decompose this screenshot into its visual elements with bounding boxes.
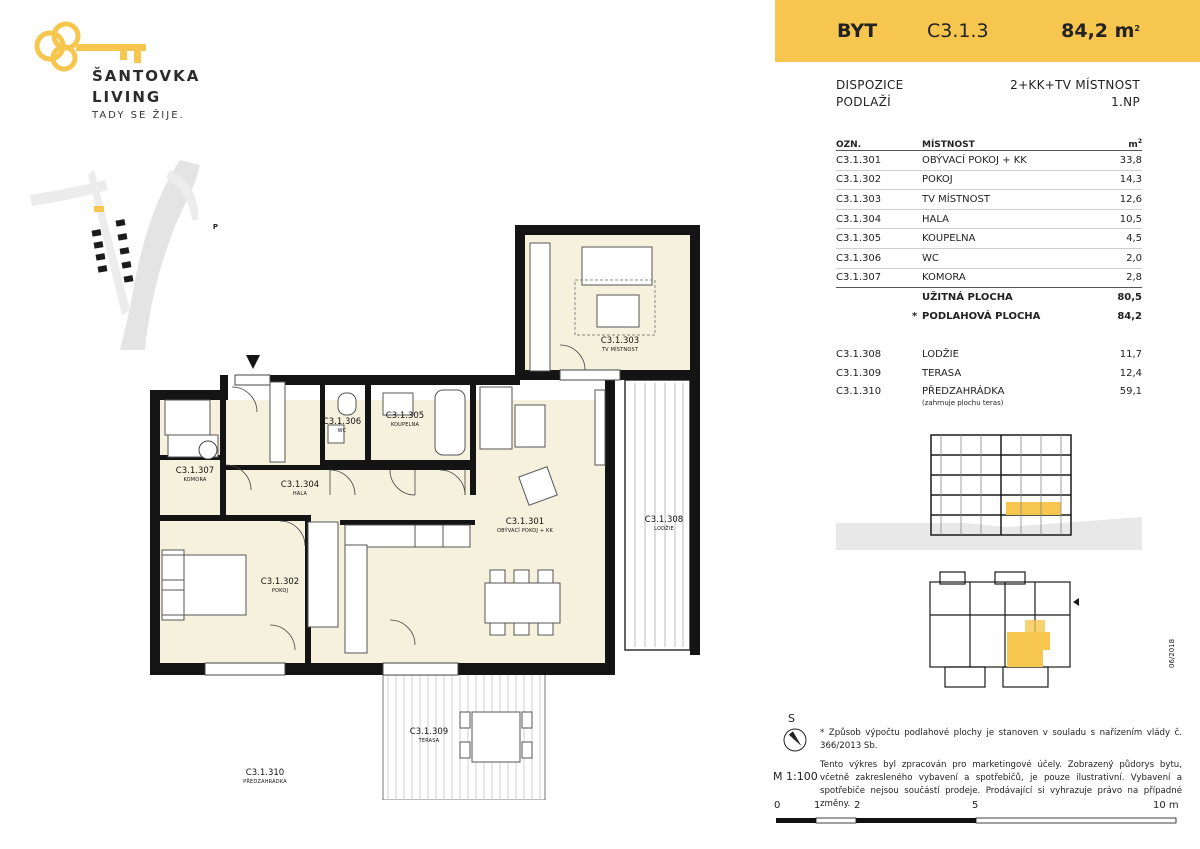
scale-tick-10: 10 m xyxy=(1153,800,1179,811)
disclaimer: * Způsob výpočtu podlahové plochy je sta… xyxy=(820,727,1182,817)
brand-line2: LIVING xyxy=(92,88,162,106)
scale-tick-1: 1 xyxy=(814,800,821,811)
compass-icon xyxy=(783,728,807,752)
scale-label: M 1:100 xyxy=(773,770,818,783)
unit-header: BYT C3.1.3 84,2 m2 xyxy=(775,0,1200,62)
brand-tagline: TADY SE ŽIJE. xyxy=(92,110,185,121)
scale-tick-2: 2 xyxy=(854,800,861,811)
unit-area: 84,2 m2 xyxy=(1061,20,1140,42)
unit-code: C3.1.3 xyxy=(927,20,989,42)
unit-label: BYT xyxy=(837,20,878,42)
floor-key-plan xyxy=(929,571,1079,688)
info-value-podlazi: 1.NP xyxy=(1111,95,1140,109)
entrance-arrow-icon xyxy=(246,355,260,369)
scale-bar xyxy=(776,817,1177,824)
info-value-dispozice: 2+KK+TV MÍSTNOST xyxy=(1010,78,1140,92)
key-logo-icon xyxy=(34,21,146,72)
floor-plan xyxy=(150,225,700,800)
date-stamp: 06/2018 xyxy=(1168,638,1176,668)
scale-tick-0: 0 xyxy=(774,800,781,811)
info-label-dispozice: DISPOZICE xyxy=(836,78,904,92)
info-label-podlazi: PODLAŽÍ xyxy=(836,95,891,109)
site-map xyxy=(30,160,200,350)
note-marketing: Tento výkres byl zpracován pro marketing… xyxy=(820,760,1182,809)
exterior-note: (zahrnuje plochu teras) xyxy=(922,399,1004,408)
building-section xyxy=(836,434,1142,550)
room-table-header: OZN. MÍSTNOST m2 xyxy=(836,138,1142,151)
scale-tick-5: 5 xyxy=(972,800,979,811)
brand-line1: ŠANTOVKA xyxy=(92,67,201,85)
compass-north-label: S xyxy=(788,712,795,725)
note-method: * Způsob výpočtu podlahové plochy je sta… xyxy=(820,728,1182,751)
parking-marker: P xyxy=(212,223,219,231)
